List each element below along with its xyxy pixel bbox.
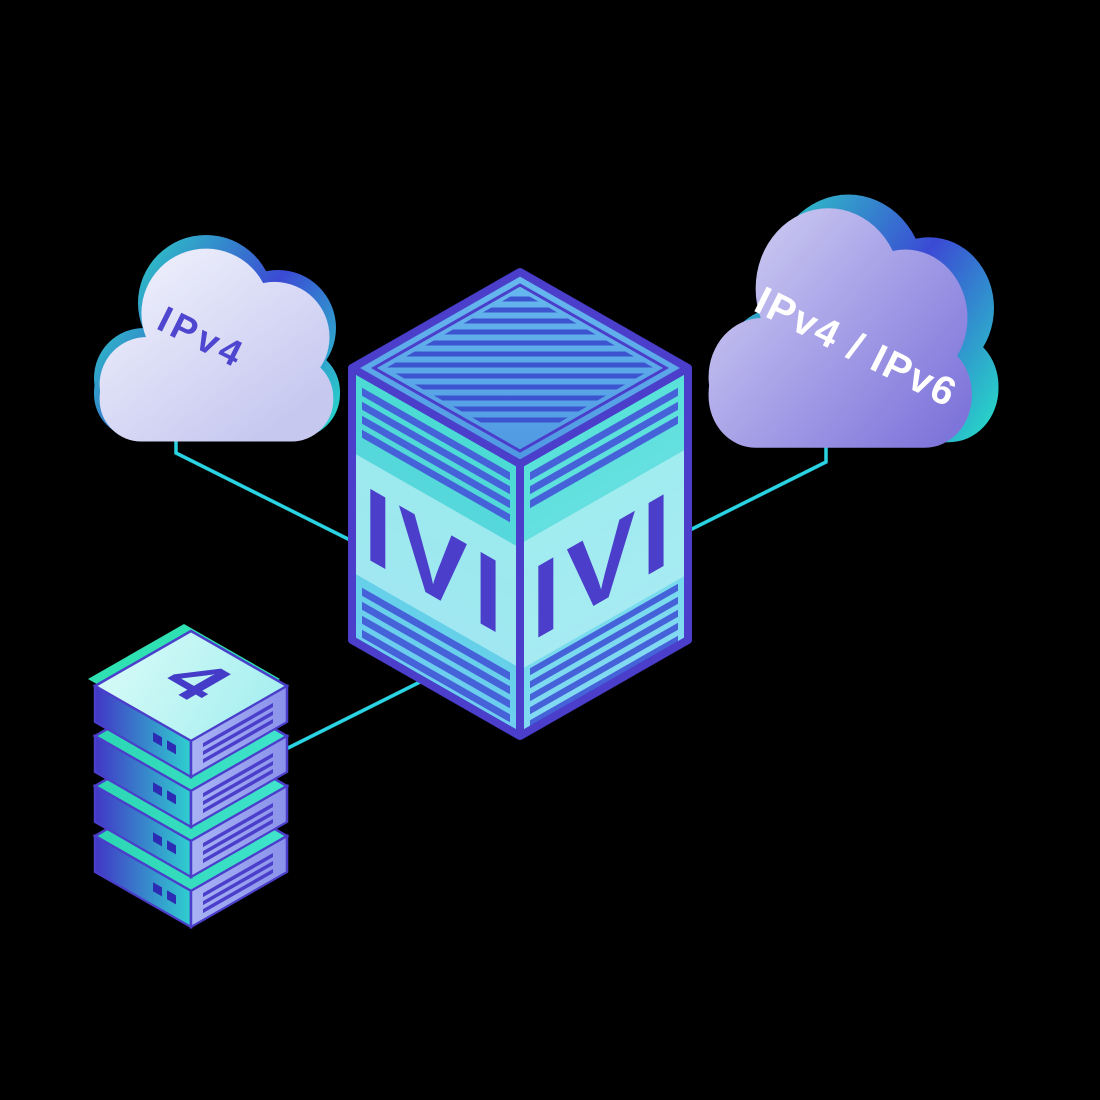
server-unit-1: 4 — [88, 624, 290, 779]
ipv4-server-stack: 4 — [88, 624, 290, 927]
right-face-stripes-bottom — [530, 583, 678, 728]
box-left-face: IVI — [352, 367, 520, 736]
right-face-stripes-top — [530, 387, 678, 509]
left-face-stripes-bottom — [362, 587, 510, 723]
top-face-text-lines — [386, 296, 654, 423]
left-face-stripes-top — [362, 387, 510, 523]
box-right-face: IVI — [520, 368, 688, 736]
ipv4-cloud: IPv4 — [94, 235, 340, 442]
box-edges — [348, 268, 692, 740]
ivi-translator-box: IVI IVI — [348, 268, 692, 740]
dual-stack-cloud: IPv4 / IPv6 — [708, 194, 999, 448]
